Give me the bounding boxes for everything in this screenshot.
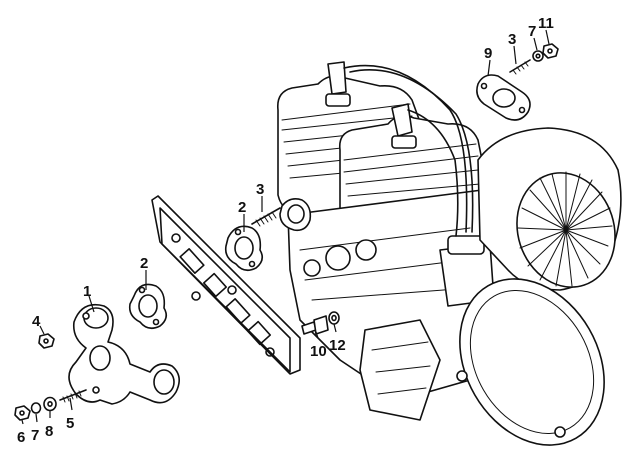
nut-left xyxy=(38,333,55,349)
lock-washer-bottom xyxy=(30,402,42,414)
callout-4: 4 xyxy=(32,313,45,335)
callout-11: 11 xyxy=(538,15,554,45)
callout-2-right: 2 xyxy=(238,199,246,232)
callout-8: 8 xyxy=(45,411,53,440)
fitting-10 xyxy=(301,315,329,335)
callout-2-left: 2 xyxy=(140,255,148,290)
callout-label: 7 xyxy=(31,427,39,444)
gasket-right xyxy=(224,225,264,272)
heat-shield xyxy=(151,195,301,375)
callout-7-top: 7 xyxy=(528,23,538,51)
callout-3-middle: 3 xyxy=(256,181,264,212)
callout-label: 5 xyxy=(66,415,74,432)
flat-washer-bottom xyxy=(43,396,57,412)
callout-label: 11 xyxy=(538,15,554,32)
callout-label: 4 xyxy=(32,313,41,330)
callout-1: 1 xyxy=(83,283,95,313)
callout-label: 1 xyxy=(83,283,91,300)
nut-top-right xyxy=(542,43,559,59)
washer-12 xyxy=(328,311,340,325)
recoil-starter xyxy=(456,278,605,446)
callout-3-top: 3 xyxy=(508,31,517,65)
callout-6: 6 xyxy=(17,419,25,446)
exhaust-port-gasket xyxy=(279,198,312,232)
callout-label: 6 xyxy=(17,429,25,446)
engine-block xyxy=(276,61,521,421)
callout-5: 5 xyxy=(66,397,74,432)
gasket-left xyxy=(128,283,168,330)
exhaust-flange-gasket-9 xyxy=(476,74,531,121)
callout-label: 12 xyxy=(329,337,346,354)
stud-top-right xyxy=(509,59,531,75)
callout-12: 12 xyxy=(329,323,346,354)
callout-label: 2 xyxy=(140,255,148,272)
callout-label: 2 xyxy=(238,199,246,216)
stud-upper xyxy=(251,207,281,227)
callout-9: 9 xyxy=(484,45,492,77)
callout-label: 10 xyxy=(310,343,327,360)
fan-housing xyxy=(477,127,622,291)
callout-label: 8 xyxy=(45,423,53,440)
callout-label: 7 xyxy=(528,23,536,40)
callout-7-bottom: 7 xyxy=(31,413,39,444)
callout-label: 9 xyxy=(484,45,492,62)
washer-top-right xyxy=(532,50,544,62)
exhaust-manifold xyxy=(68,303,180,405)
callout-label: 3 xyxy=(508,31,516,48)
nut-bottom xyxy=(14,405,31,421)
callout-10: 10 xyxy=(310,331,327,360)
callout-label: 3 xyxy=(256,181,264,198)
stud-bottom xyxy=(59,389,87,403)
